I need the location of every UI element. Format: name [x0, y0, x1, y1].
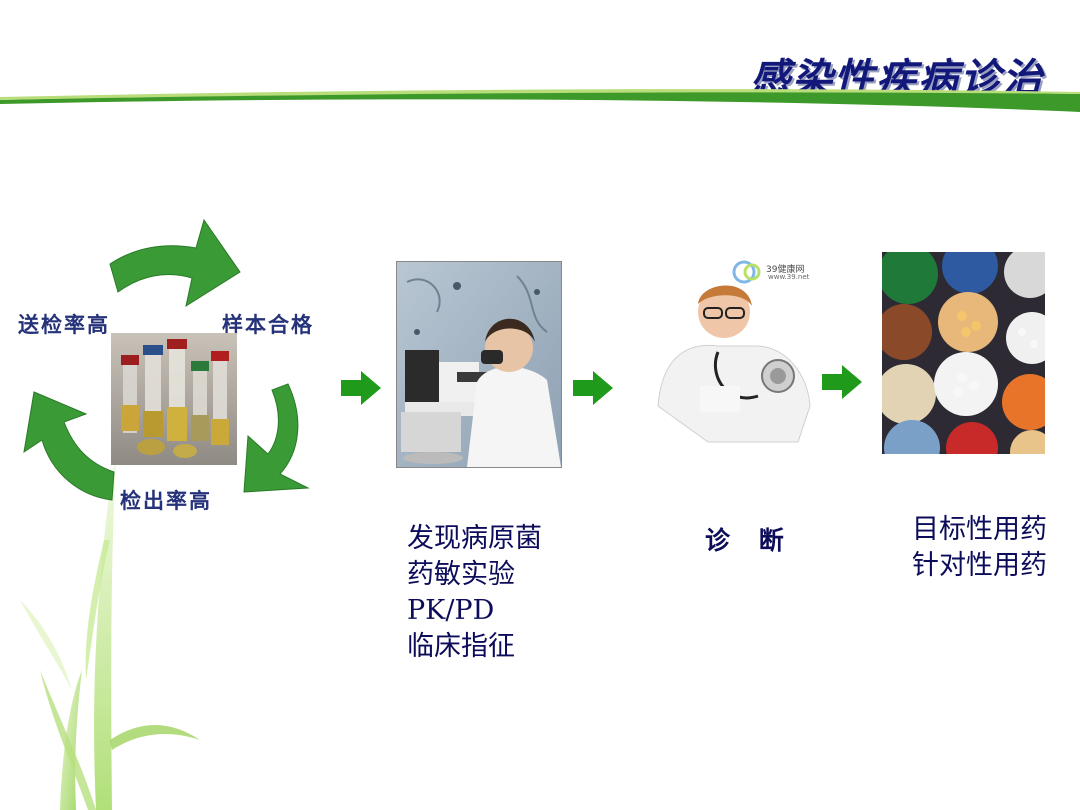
label-detect-rate: 检出率高 [120, 489, 212, 513]
caption-drug-line-2: 针对性用药 [912, 550, 1047, 581]
label-sample-ok: 样本合格 [222, 313, 314, 337]
caption-drug-list: 目标性用药 针对性用药 [912, 512, 1047, 584]
grass-decoration [20, 440, 200, 810]
caption-pathogen-line-3: PK/PD [407, 595, 495, 626]
watermark-brand: 39健康网 [766, 265, 805, 275]
cycle-arrow-left [23, 391, 115, 501]
header-swoosh-rule [0, 89, 1080, 112]
caption-diagnosis: 诊 断 [705, 526, 794, 555]
cycle-arrow-top [109, 218, 241, 308]
culture-bottles-image [111, 333, 237, 465]
microscope-lab-image [396, 261, 562, 468]
caption-pathogen-line-4: 临床指征 [407, 631, 515, 662]
flow-arrow-2 [573, 371, 613, 405]
doctor-stethoscope-image: 39健康网 www.39.net [648, 256, 816, 446]
label-send-rate: 送检率高 [18, 313, 110, 337]
flow-arrow-1 [341, 371, 381, 405]
watermark-logo-icon [732, 260, 761, 284]
caption-drug-line-1: 目标性用药 [912, 514, 1047, 545]
watermark-url: www.39.net [768, 273, 810, 281]
flow-arrow-3 [822, 365, 862, 399]
caption-pathogen-line-1: 发现病原菌 [407, 523, 542, 554]
cycle-arrow-right [243, 383, 310, 493]
caption-pathogen-line-2: 药敏实验 [407, 559, 515, 590]
caption-pathogen-list: 发现病原菌 药敏实验 PK/PD 临床指征 [407, 521, 542, 665]
pills-bowls-image [882, 252, 1045, 454]
